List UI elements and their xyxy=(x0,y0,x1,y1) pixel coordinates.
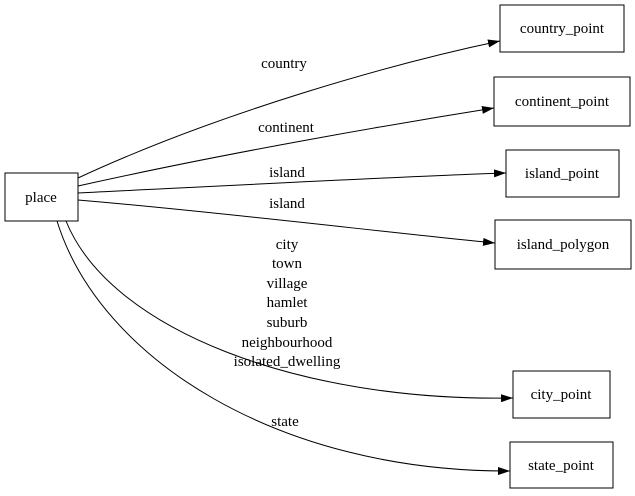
node-label-city-point: city_point xyxy=(531,387,593,403)
node-island-polygon: island_polygon xyxy=(494,219,632,270)
node-label-island-polygon: island_polygon xyxy=(517,237,610,253)
edge-place-island_point xyxy=(77,169,507,194)
node-box-city-point xyxy=(512,370,611,419)
edge-label-continent: continent xyxy=(258,120,315,136)
node-box-country-point xyxy=(499,4,625,53)
edge-place-city_point xyxy=(65,220,514,403)
edge-label-village-line: village xyxy=(267,276,308,292)
edge-label-city-line: city xyxy=(276,237,299,253)
edge-label-city-multiline: city town village hamlet suburb neighbou… xyxy=(234,237,341,370)
edge-label-suburb-line: suburb xyxy=(267,315,308,331)
node-country-point: country_point xyxy=(499,4,625,53)
node-place: place xyxy=(4,172,79,222)
node-state-point: state_point xyxy=(509,441,614,489)
edge-place-country_point xyxy=(77,39,501,179)
node-label-island-point: island_point xyxy=(525,166,600,182)
node-label-state-point: state_point xyxy=(528,458,595,474)
edge-label-country: country xyxy=(261,56,307,72)
node-island-point: island_point xyxy=(505,149,620,198)
node-label-country-point: country_point xyxy=(520,21,605,37)
edge-label-hamlet-line: hamlet xyxy=(267,295,309,311)
node-label-continent-point: continent_point xyxy=(515,94,610,110)
node-box-continent-point xyxy=(493,76,631,127)
node-continent-point: continent_point xyxy=(493,76,631,127)
node-box-island-polygon xyxy=(494,219,632,270)
edge-label-isolated-dwelling-line: isolated_dwelling xyxy=(234,354,341,370)
node-label-place: place xyxy=(25,190,57,206)
edge-labels: country continent island island city tow… xyxy=(234,56,341,430)
edge-label-town-line: town xyxy=(272,256,303,272)
node-box-island-point xyxy=(505,149,620,198)
edge-label-neighbourhood-line: neighbourhood xyxy=(242,335,333,351)
edge-label-island-polygon: island xyxy=(269,196,305,212)
node-box-state-point xyxy=(509,441,614,489)
node-box-place xyxy=(4,172,79,222)
edges xyxy=(56,39,514,476)
edge-place-state_point xyxy=(56,220,511,476)
edge-label-state: state xyxy=(271,414,299,430)
edge-label-island-point: island xyxy=(269,165,305,181)
edge-place-island_polygon xyxy=(77,199,496,246)
edge-place-continent_point xyxy=(77,105,495,187)
node-city-point: city_point xyxy=(512,370,611,419)
